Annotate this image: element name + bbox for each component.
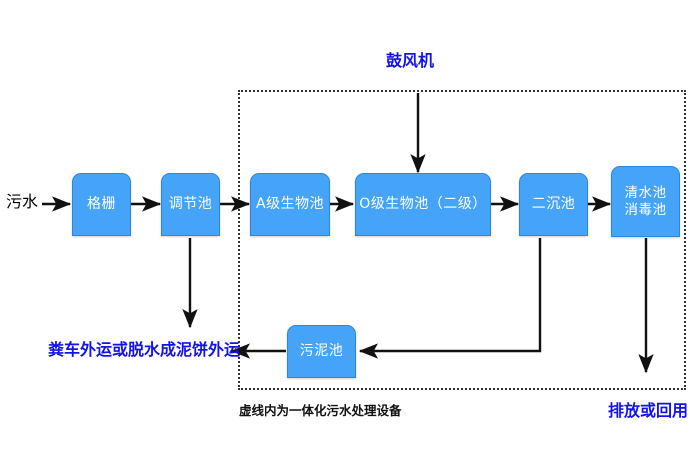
inlet-label: 污水 (6, 192, 39, 211)
node-sludge-tank[interactable]: 污泥池 (287, 325, 356, 378)
node-o-stage-bio-tank[interactable]: O级生物池（二级） (355, 173, 491, 236)
effluent-label: 排放或回用 (608, 401, 689, 420)
node-clearwater-disinfection-tank[interactable]: 清水池 消毒池 (611, 166, 680, 237)
sludge-disposal-label: 粪车外运或脱水成泥饼外运 (48, 340, 241, 359)
node-grate[interactable]: 格栅 (72, 173, 131, 236)
node-secondary-clarifier[interactable]: 二沉池 (519, 173, 588, 236)
dashed-box-caption: 虚线内为一体化污水处理设备 (239, 403, 402, 418)
integrated-equipment-boundary (238, 90, 686, 390)
blower-label: 鼓风机 (386, 51, 435, 70)
node-equalization-tank[interactable]: 调节池 (161, 173, 220, 236)
arrow-clarifier-to-sludge (358, 238, 542, 359)
node-a-stage-bio-tank[interactable]: A级生物池 (250, 173, 330, 236)
